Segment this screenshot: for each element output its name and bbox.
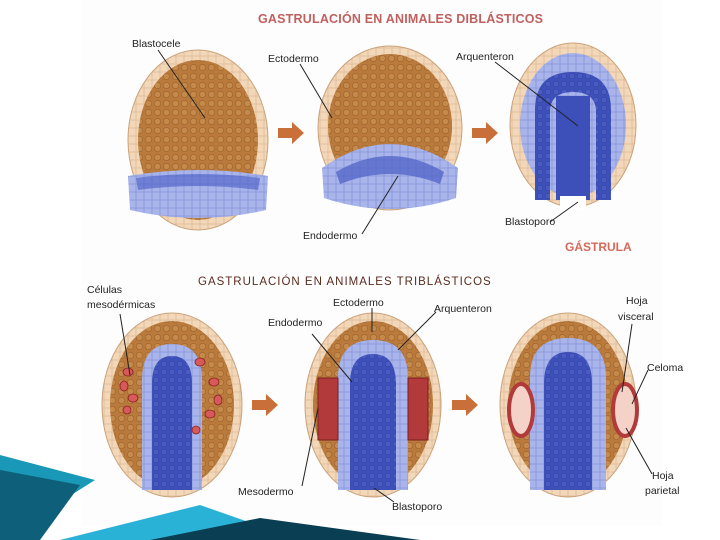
bottom-title: GASTRULACIÓN EN ANIMALES TRIBLÁSTICOS [198,276,492,288]
label-hoja-parietal-1: Hoja [652,470,674,482]
embryo-gastrula [510,43,636,210]
label-blastoporo-top: Blastoporo [505,216,555,228]
label-blastoporo-bottom: Blastoporo [392,501,442,513]
label-endodermo-bottom: Endodermo [268,317,322,329]
label-celoma: Celoma [647,362,683,374]
label-gastrula: GÁSTRULA [565,240,632,254]
label-endodermo-top: Endodermo [303,230,357,242]
label-ectodermo-top: Ectodermo [268,53,319,65]
embryo-triblastic-2 [305,313,441,497]
embryo-triblastic-3 [500,313,637,497]
embryo-triblastic-1 [102,313,242,497]
embryo-early-gastrula [318,46,462,210]
label-blastocele: Blastocele [132,38,180,50]
label-mesodermo: Mesodermo [238,486,293,498]
label-arquenteron-bottom: Arquenteron [434,303,492,315]
label-celulas: Células [87,284,122,296]
label-hoja-visceral-1: Hoja [626,295,648,307]
label-ectodermo-bottom: Ectodermo [333,297,384,309]
embryo-blastula [128,50,268,230]
label-hoja-visceral-2: visceral [618,311,654,323]
label-mesodermicas: mesodérmicas [87,299,155,311]
label-arquenteron-top: Arquenteron [456,51,514,63]
label-hoja-parietal-2: parietal [645,485,679,497]
top-title: GASTRULACIÓN EN ANIMALES DIBLÁSTICOS [258,12,543,26]
